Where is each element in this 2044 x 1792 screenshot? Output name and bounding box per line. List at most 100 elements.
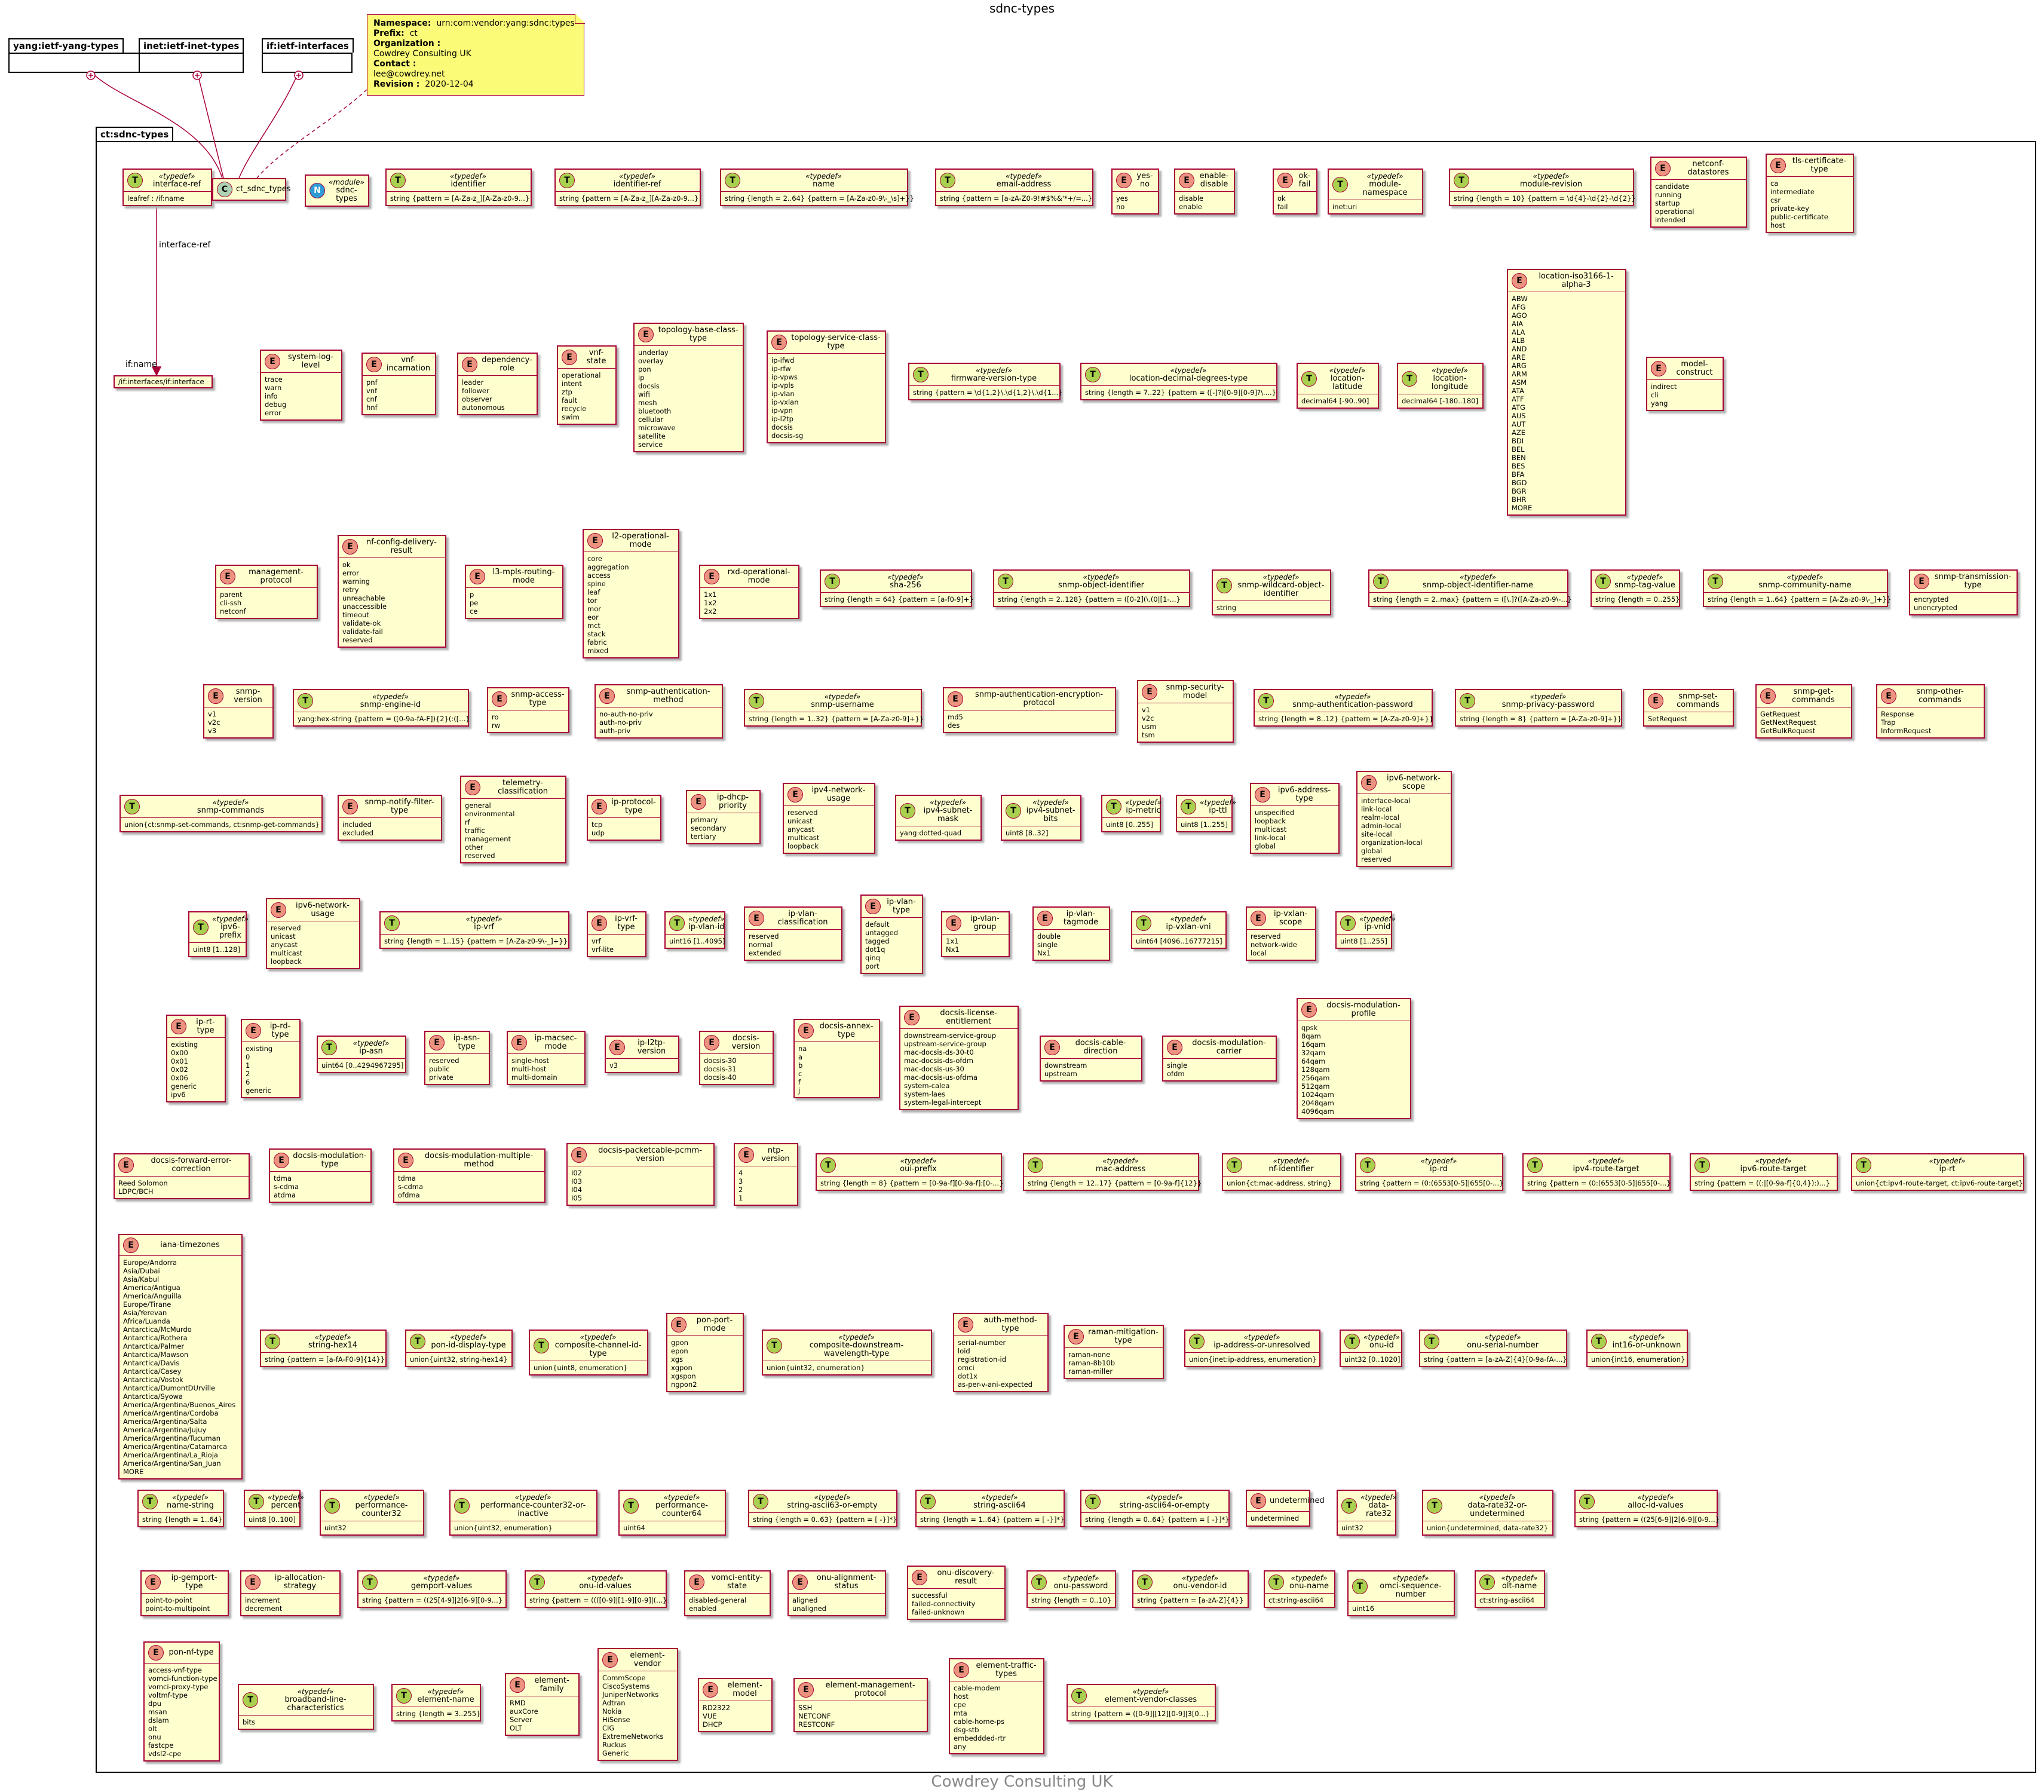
class-stereotype: «typedef» xyxy=(1062,1574,1099,1582)
class-stereotype: «typedef» xyxy=(268,1493,304,1502)
class-name-text: ip-ttl xyxy=(1209,806,1227,815)
class-name-text: string-ascii64-or-empty xyxy=(1119,1501,1210,1510)
class-header: T«typedef»ipv4-route-target xyxy=(1524,1154,1669,1177)
class-stereotype: «typedef» xyxy=(1359,915,1396,923)
class-body: inet:uri xyxy=(1332,203,1357,211)
enum-icon: E xyxy=(366,357,382,372)
enum-icon: E xyxy=(1179,173,1194,188)
class-name: enable-disable xyxy=(1198,172,1230,189)
class-header: T«typedef»module-namespace xyxy=(1329,170,1422,200)
class-name: snmp-transmission-type xyxy=(1933,573,2013,590)
typedef-icon: T xyxy=(1258,693,1274,709)
class-name-text: ip-protocol-type xyxy=(611,798,656,815)
class-name-text: data-rate32 xyxy=(1365,1501,1392,1518)
class-name: «typedef»location-latitude xyxy=(1320,366,1374,391)
class-name-text: snmp-get-commands xyxy=(1792,687,1835,704)
enum-icon: E xyxy=(208,688,223,704)
class-name-text: ipv6-route-target xyxy=(1740,1165,1807,1174)
class-name-text: ip-allocation-strategy xyxy=(274,1573,326,1591)
class-name-text: element-management-protocol xyxy=(825,1681,915,1698)
class-body: v1 v2c v3 xyxy=(208,710,220,735)
enum-icon: E xyxy=(1512,273,1527,289)
class-stereotype: «typedef» xyxy=(353,1039,390,1047)
class-name-text: oui-prefix xyxy=(900,1165,937,1174)
class-body: tdma s-cdma atdma xyxy=(274,1174,299,1199)
class-body: RD2322 VUE DHCP xyxy=(703,1704,731,1729)
interface-target-box: /if:interfaces/if:interface xyxy=(114,375,213,388)
class-stereotype: «typedef» xyxy=(930,798,966,807)
class-name: «typedef»ip-rt xyxy=(1875,1157,2020,1174)
class-header: T«typedef»mac-address xyxy=(1024,1154,1198,1177)
class-name: «typedef»snmp-engine-id xyxy=(317,693,464,709)
class-body: decimal64 [-90..90] xyxy=(1301,397,1369,405)
class-name: docsis-license-entitlement xyxy=(923,1009,1014,1026)
class-body: I02 I03 I04 I05 xyxy=(571,1169,583,1202)
package-if xyxy=(262,53,353,73)
typedef-icon: T xyxy=(669,915,685,931)
class-stereotype: «typedef» xyxy=(887,573,924,581)
class-header: T«typedef»snmp-commands xyxy=(121,796,321,818)
class-body: reserved unicast anycast multicast loopb… xyxy=(271,924,303,966)
class-name: docsis-modulation-type xyxy=(293,1152,367,1169)
class-name: «typedef»ip-vnid xyxy=(1359,915,1396,932)
class-name-text: snmp-other-commands xyxy=(1916,687,1964,704)
class-stereotype: «typedef» xyxy=(824,693,861,701)
module-icon: N xyxy=(309,183,325,198)
class-stereotype: «typedef» xyxy=(1366,172,1403,180)
class-name-text: gemport-values xyxy=(410,1582,473,1591)
class-name-text: docsis-cable-direction xyxy=(1075,1039,1126,1056)
diagram-title: sdnc-types xyxy=(989,1,1055,16)
class-name-text: performance-counter32-or-inactive xyxy=(480,1501,586,1518)
class-name-text: snmp-object-identifier-name xyxy=(1423,581,1533,590)
class-stereotype: «typedef» xyxy=(212,798,249,807)
enum-icon: E xyxy=(1068,1329,1084,1344)
typedef-icon: T xyxy=(124,799,140,814)
typedef-icon: T xyxy=(1332,177,1348,192)
enum-icon: E xyxy=(1651,361,1666,376)
class-stereotype: «typedef» xyxy=(580,1333,617,1341)
class-name-text: location-iso3166-1-alpha-3 xyxy=(1539,272,1614,289)
class-body: uint8 [1..128] xyxy=(193,945,240,954)
class-name-text: identifier xyxy=(451,180,486,189)
class-body: string {length = 3..255} xyxy=(396,1710,481,1718)
enum-icon: E xyxy=(787,787,803,802)
class-header: T«typedef»ip-vxlan-vni xyxy=(1132,912,1225,935)
class-body: default untagged tagged dot1q qinq port xyxy=(865,920,899,970)
class-name: «typedef»identifier-ref xyxy=(578,172,696,189)
class-header: T«typedef»broadband-line-characteristics xyxy=(239,1685,373,1716)
class-name-text: element-vendor-classes xyxy=(1104,1695,1197,1704)
class-header: T«typedef»composite-downstream-wavelengt… xyxy=(763,1331,931,1361)
class-name: element-model xyxy=(722,1681,768,1698)
class-name: «typedef»pon-id-display-type xyxy=(429,1333,508,1350)
class-header: T«typedef»snmp-wildcard-object-identifie… xyxy=(1213,571,1330,601)
class-name: ip-macsec-mode xyxy=(531,1034,581,1051)
class-body: general environmental rf traffic managem… xyxy=(465,801,515,860)
enum-icon: E xyxy=(599,688,615,704)
class-name-text: mac-address xyxy=(1095,1165,1146,1174)
typedef-icon: T xyxy=(1341,1498,1357,1514)
class-name-text: location-decimal-degrees-type xyxy=(1129,374,1248,383)
class-body: string {length = 2..max} {pattern = ([\.… xyxy=(1373,595,1572,604)
typedef-icon: T xyxy=(249,1494,264,1509)
